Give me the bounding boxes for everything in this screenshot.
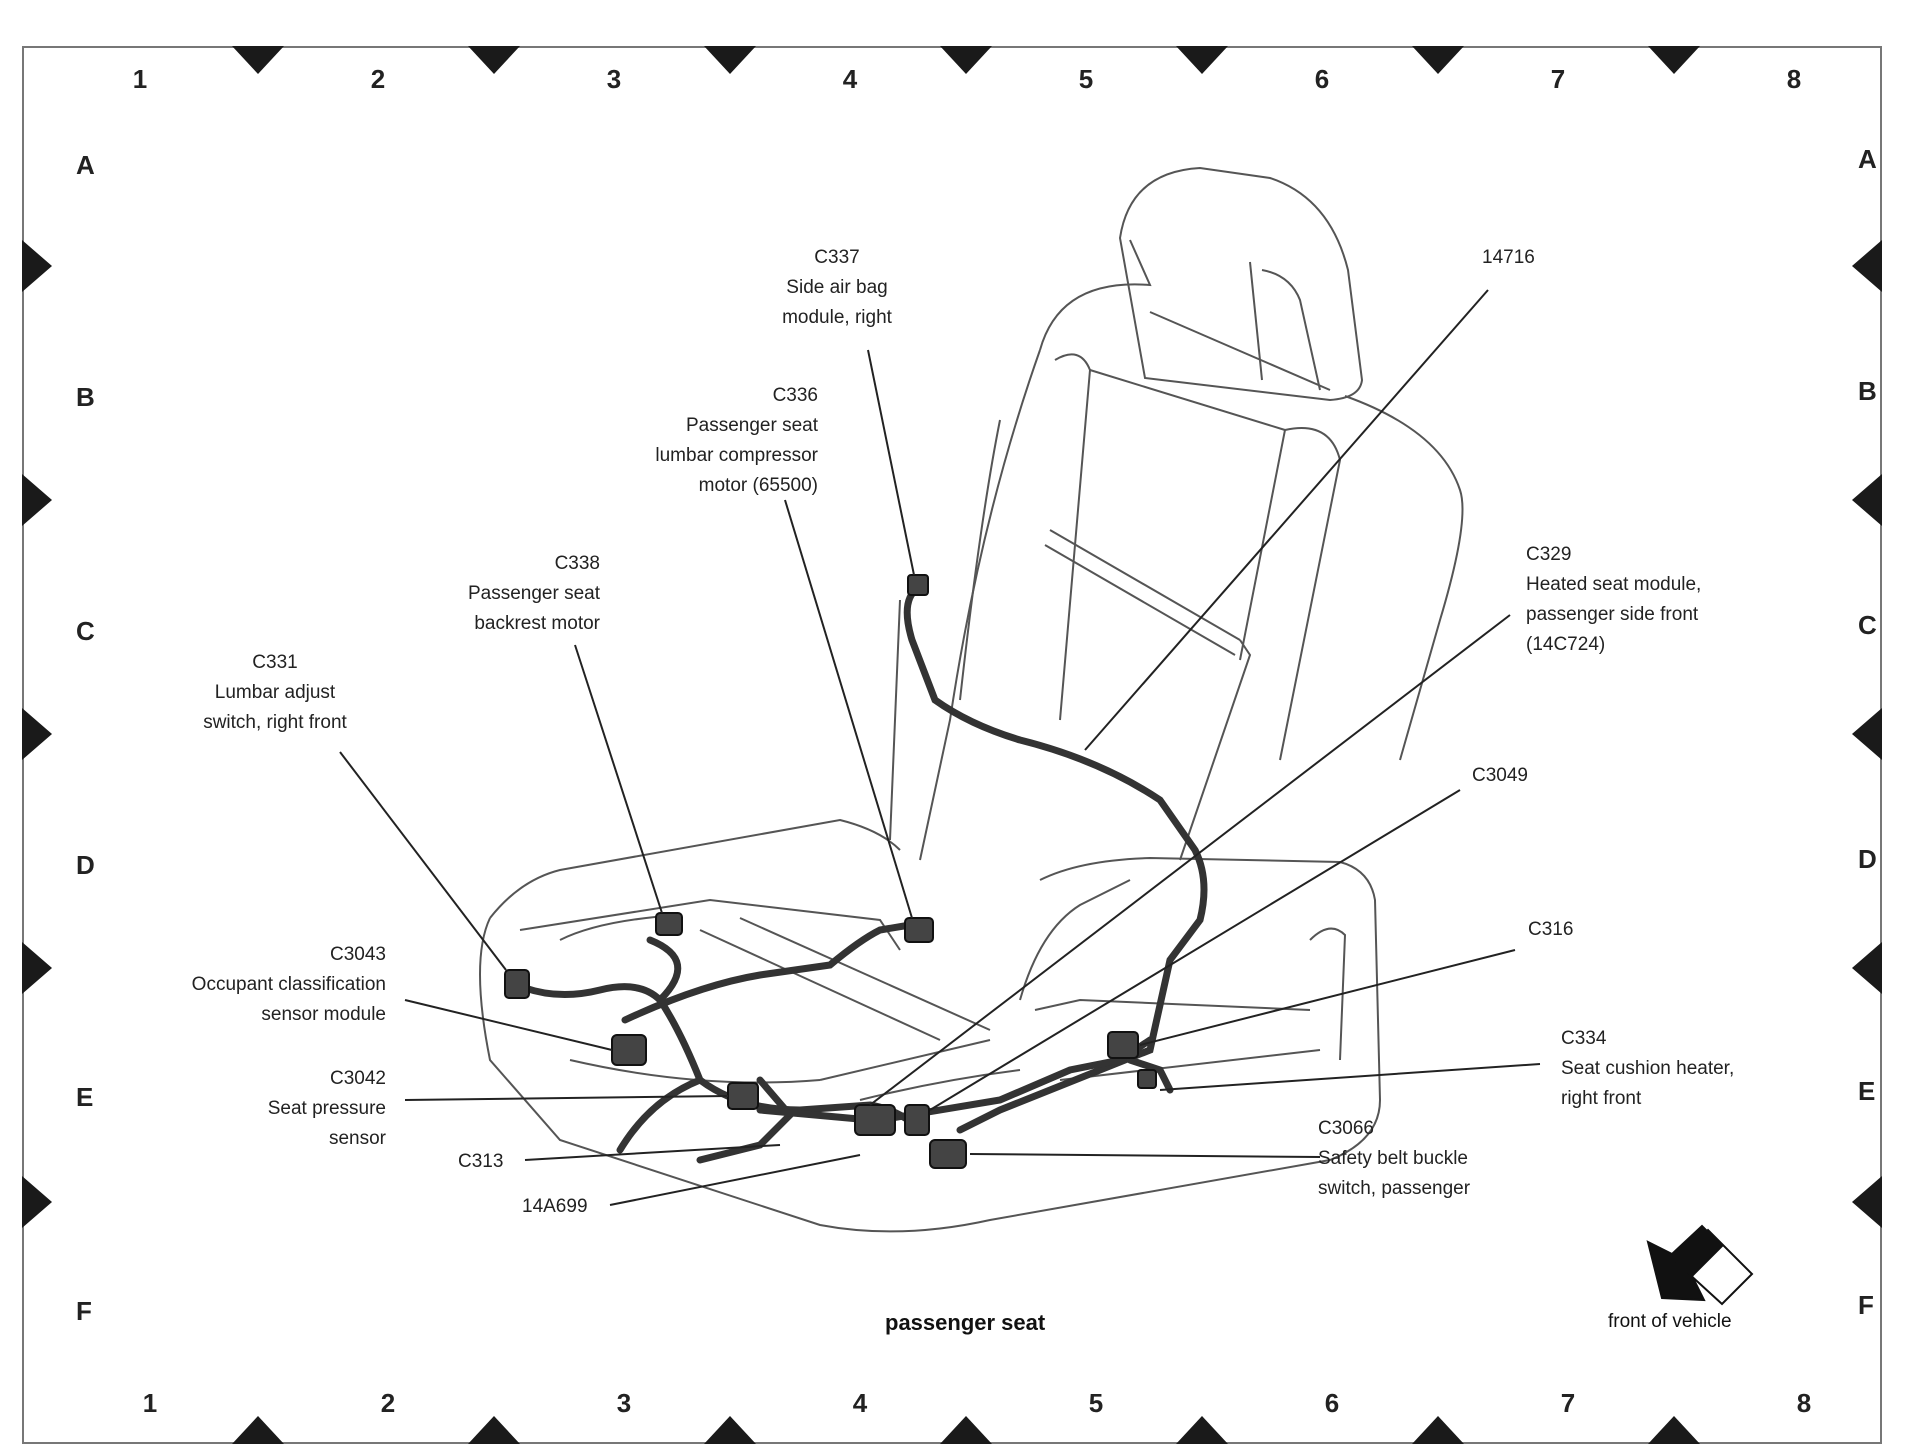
grid-row-label: D [1858, 844, 1877, 874]
callout-c313: C313 [458, 1151, 504, 1172]
triangle-marker-icon [704, 46, 756, 74]
connector-c337 [907, 574, 929, 596]
grid-column-label: 8 [1796, 1388, 1812, 1418]
diagram-frame [22, 46, 1882, 1444]
front-of-vehicle-label: front of vehicle [1608, 1311, 1732, 1332]
connector-c316 [1107, 1031, 1139, 1059]
grid-row-label: D [76, 850, 95, 880]
triangle-marker-icon [1648, 46, 1700, 74]
grid-column-label: 7 [1550, 64, 1566, 94]
grid-row-label: E [76, 1082, 94, 1112]
grid-row-label: C [1858, 610, 1877, 640]
grid-column-label: 4 [842, 64, 858, 94]
grid-column-label: 3 [606, 64, 622, 94]
triangle-marker-icon [940, 46, 992, 74]
callout-14716: 14716 [1482, 247, 1535, 268]
triangle-marker-icon [1412, 46, 1464, 74]
triangle-marker-icon [1852, 240, 1882, 292]
triangle-marker-icon [468, 1416, 520, 1444]
callout-c3049: C3049 [1472, 765, 1528, 786]
triangle-marker-icon [232, 46, 284, 74]
grid-column-label: 8 [1786, 64, 1802, 94]
leader-lines [339, 289, 1541, 1206]
grid-column-label: 3 [616, 1388, 632, 1418]
triangle-marker-icon [1648, 1416, 1700, 1444]
triangle-marker-icon [704, 1416, 756, 1444]
connector-c3066 [929, 1139, 967, 1169]
triangle-marker-icon [940, 1416, 992, 1444]
grid-column-label: 5 [1078, 64, 1094, 94]
connector-c3042 [727, 1082, 759, 1110]
triangle-marker-icon [1176, 1416, 1228, 1444]
callout-14a699: 14A699 [522, 1196, 588, 1217]
grid-row-label: B [76, 382, 95, 412]
triangle-marker-icon [22, 708, 52, 760]
triangle-marker-icon [22, 1176, 52, 1228]
grid-column-label: 4 [852, 1388, 868, 1418]
connector-c3049 [904, 1104, 930, 1136]
grid-column-label: 7 [1560, 1388, 1576, 1418]
connector-c3043 [611, 1034, 647, 1066]
triangle-marker-icon [22, 240, 52, 292]
triangle-marker-icon [1852, 1176, 1882, 1228]
grid-row-label: F [1858, 1290, 1874, 1320]
grid-row-label: C [76, 616, 95, 646]
diagram-caption: passenger seat [885, 1310, 1046, 1335]
connector-c334 [1137, 1069, 1157, 1089]
front-arrow-icon [1646, 1224, 1754, 1306]
grid-column-label: 5 [1088, 1388, 1104, 1418]
triangle-marker-icon [1852, 942, 1882, 994]
grid-column-label: 2 [370, 64, 386, 94]
grid-column-label: 6 [1324, 1388, 1340, 1418]
connector-c336 [904, 917, 934, 943]
grid-row-label: A [76, 150, 95, 180]
connector-c331 [504, 969, 530, 999]
triangle-marker-icon [232, 1416, 284, 1444]
triangle-marker-icon [1176, 46, 1228, 74]
triangle-marker-icon [22, 942, 52, 994]
triangle-marker-icon [1852, 708, 1882, 760]
grid-row-label: F [76, 1296, 92, 1326]
grid-row-label: B [1858, 376, 1877, 406]
triangle-marker-icon [1852, 474, 1882, 526]
grid-column-label: 6 [1314, 64, 1330, 94]
grid-row-label: A [1858, 144, 1877, 174]
grid-column-label: 1 [142, 1388, 158, 1418]
connector-c329 [854, 1104, 896, 1136]
grid-column-label: 2 [380, 1388, 396, 1418]
callout-c316: C316 [1528, 919, 1574, 940]
triangle-marker-icon [1412, 1416, 1464, 1444]
grid-column-label: 1 [132, 64, 148, 94]
triangle-marker-icon [22, 474, 52, 526]
connector-c338 [655, 912, 683, 936]
seat-drawing [479, 166, 1464, 1233]
connectors [504, 574, 1157, 1169]
triangle-marker-icon [468, 46, 520, 74]
grid-row-label: E [1858, 1076, 1876, 1106]
